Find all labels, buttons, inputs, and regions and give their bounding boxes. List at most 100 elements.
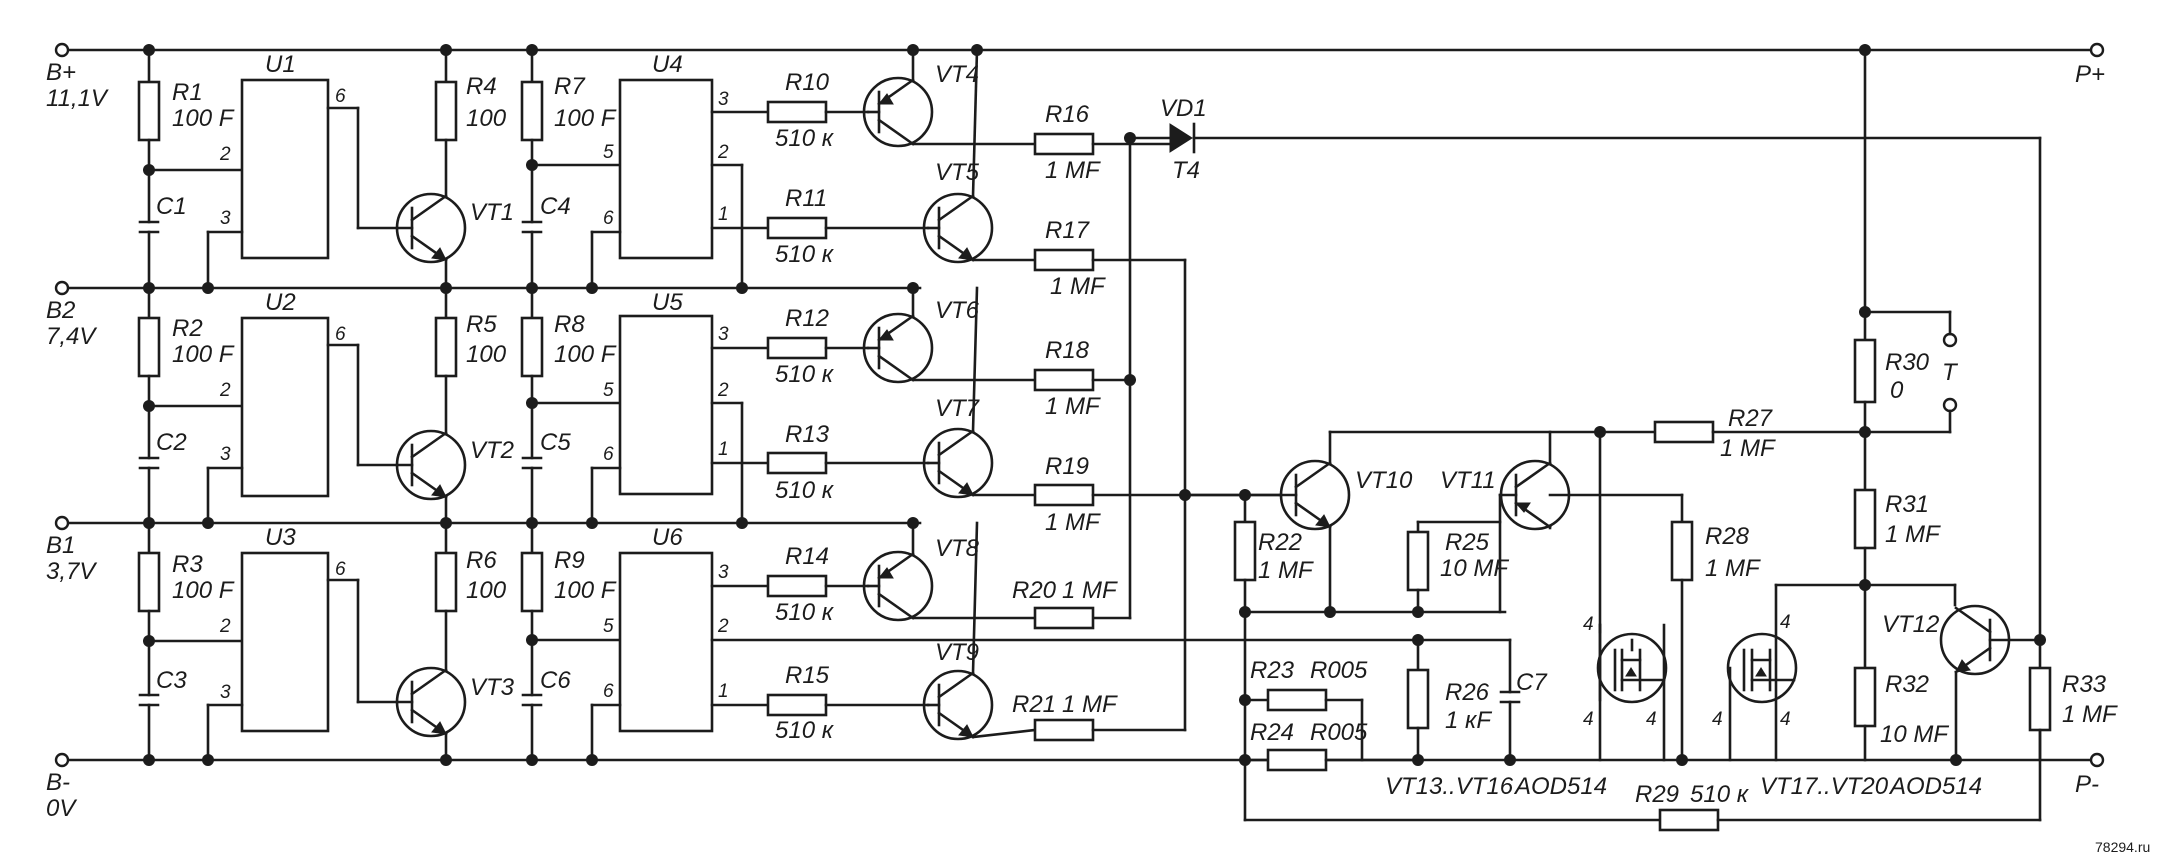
r15-value: 510 к xyxy=(775,717,835,744)
r22-label: R22 xyxy=(1258,529,1302,556)
resistor-r2 xyxy=(137,316,161,378)
r11-label: R11 xyxy=(785,185,827,212)
r17-value: 1 MF xyxy=(1050,273,1106,300)
resistor-r8 xyxy=(520,316,544,378)
b-minus-voltage: 0V xyxy=(46,795,77,822)
resistor-r3 xyxy=(137,551,161,613)
u5-pin-6: 6 xyxy=(603,444,614,465)
r30-value: 0 xyxy=(1890,377,1904,404)
junction-dot xyxy=(526,159,538,171)
vd1-label: VD1 xyxy=(1160,95,1207,122)
mosfet-right-pin-4a: 4 xyxy=(1780,612,1791,633)
junction-dot xyxy=(1859,579,1871,591)
junction-dot xyxy=(1950,754,1962,766)
r16-label: R16 xyxy=(1045,101,1090,128)
diode-vd1-symbol xyxy=(1169,123,1193,153)
r2-value: 100 F xyxy=(172,341,235,368)
b1-voltage: 3,7V xyxy=(46,558,97,585)
terminal-b1 xyxy=(54,515,70,531)
r33-label: R33 xyxy=(2062,671,2107,698)
r29-value: 510 к xyxy=(1690,781,1750,808)
u4-pin-2: 2 xyxy=(717,142,729,163)
balance-control: R27 1 MF R30 0 R31 1 MF R32 10 MF VT12 R… xyxy=(1598,48,2118,762)
r8-value: 100 F xyxy=(554,341,617,368)
u5-pin-5: 5 xyxy=(603,380,614,401)
junction-dot xyxy=(526,397,538,409)
mosfet-vt17-vt20 xyxy=(1726,632,1798,704)
ic-u1 xyxy=(240,78,330,260)
c3-label: C3 xyxy=(156,667,187,694)
r9-value: 100 F xyxy=(554,577,617,604)
c7-label: C7 xyxy=(1516,669,1548,696)
u5-pin-1: 1 xyxy=(718,439,729,460)
ic-u6 xyxy=(618,551,714,733)
r12-value: 510 к xyxy=(775,361,835,388)
u4-pin-3: 3 xyxy=(718,89,729,110)
resistor-r29 xyxy=(1658,808,1720,832)
b2-voltage: 7,4V xyxy=(46,323,97,350)
vt9-label: VT9 xyxy=(935,639,979,666)
vt8-label: VT8 xyxy=(935,535,980,562)
r30-label: R30 xyxy=(1885,349,1930,376)
junction-dot xyxy=(1859,44,1871,56)
transistor-vt6 xyxy=(862,312,934,384)
u4-section: R7 100 F C4 U4 5 6 3 2 1 R10 510 к R11 5… xyxy=(520,48,930,290)
r20-value: 1 MF xyxy=(1062,577,1118,604)
vt10-label: VT10 xyxy=(1355,467,1413,494)
r26-value: 1 кF xyxy=(1445,707,1492,734)
vt12-label: VT12 xyxy=(1882,611,1939,638)
junction-dot xyxy=(1676,754,1688,766)
r5-value: 100 xyxy=(466,341,507,368)
vt4-label: VT4 xyxy=(935,61,979,88)
junction-dot xyxy=(907,282,919,294)
terminal-p-plus xyxy=(2089,42,2105,58)
terminal-b2 xyxy=(54,280,70,296)
junction-dot xyxy=(202,754,214,766)
b2-label: B2 xyxy=(46,297,75,324)
mosfet-right-pin-4b: 4 xyxy=(1712,709,1723,730)
c2-label: C2 xyxy=(156,429,187,456)
junction-dot xyxy=(1504,754,1516,766)
r18-value: 1 MF xyxy=(1045,393,1101,420)
u5-label: U5 xyxy=(652,289,683,316)
resistor-r25 xyxy=(1406,530,1430,592)
c1-label: C1 xyxy=(156,193,187,220)
r28-value: 1 MF xyxy=(1705,555,1761,582)
junction-dot xyxy=(736,282,748,294)
r4-label: R4 xyxy=(466,73,497,100)
resistor-r9 xyxy=(520,551,544,613)
u1-pin-3: 3 xyxy=(220,208,231,229)
r21-label: R21 xyxy=(1012,691,1056,718)
r32-label: R32 xyxy=(1885,671,1929,698)
b-plus-voltage: 11,1V xyxy=(46,85,109,112)
r1-value: 100 F xyxy=(172,105,235,132)
resistor-r15 xyxy=(766,693,828,717)
r21-value: 1 MF xyxy=(1062,691,1118,718)
cell-2-section: R2 100 F C2 U2 6 2 3 R5 100 VT2 xyxy=(137,286,514,525)
diode-vd1: VD1 T4 xyxy=(1128,95,2042,670)
transistor-vt5 xyxy=(922,192,994,264)
mosfet-left-type: AOD514 xyxy=(1513,773,1607,800)
junction-dots xyxy=(143,44,2046,766)
resistor-r27 xyxy=(1653,420,1715,444)
u6-pin-5: 5 xyxy=(603,616,614,637)
junction-dot xyxy=(1239,694,1251,706)
junction-dot xyxy=(1594,426,1606,438)
resistor-r4 xyxy=(434,80,458,142)
resistor-r11 xyxy=(766,216,828,240)
resistor-r6 xyxy=(434,551,458,613)
p-minus-label: P- xyxy=(2075,771,2099,798)
cell-1-section: R1 100 F C1 U1 6 2 3 R4 100 VT1 xyxy=(137,48,514,290)
junction-dot xyxy=(586,282,598,294)
r33-value: 1 MF xyxy=(2062,701,2118,728)
r22-value: 1 MF xyxy=(1258,557,1314,584)
junction-dot xyxy=(202,282,214,294)
terminal-t-bottom xyxy=(1942,397,1958,413)
r23-value: R005 xyxy=(1310,657,1368,684)
u6-label: U6 xyxy=(652,524,683,551)
r10-value: 510 к xyxy=(775,125,835,152)
junction-dot xyxy=(526,44,538,56)
r13-label: R13 xyxy=(785,421,830,448)
ic-u5 xyxy=(618,314,714,496)
